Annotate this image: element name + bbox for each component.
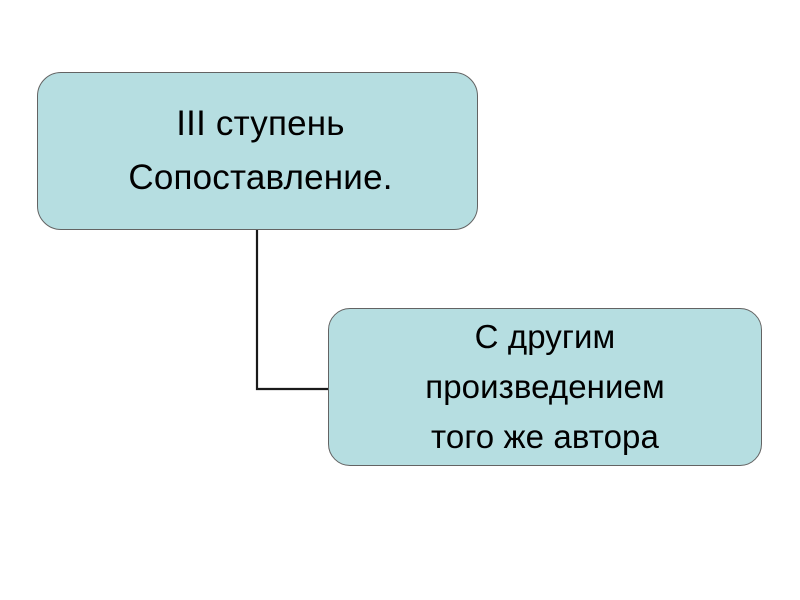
comparison-node-line-2: произведением <box>425 368 665 405</box>
stage-node[interactable]: III ступень Сопоставление. <box>37 72 478 230</box>
connector-stage-to-comparison <box>255 229 330 391</box>
stage-node-line-1: III ступень <box>176 104 345 143</box>
stage-node-line-2: Сопоставление. <box>128 158 393 197</box>
comparison-node[interactable]: С другим произведением того же автора <box>328 308 762 466</box>
comparison-node-line-3: того же автора <box>431 418 659 455</box>
comparison-node-line-1: С другим <box>474 318 616 355</box>
